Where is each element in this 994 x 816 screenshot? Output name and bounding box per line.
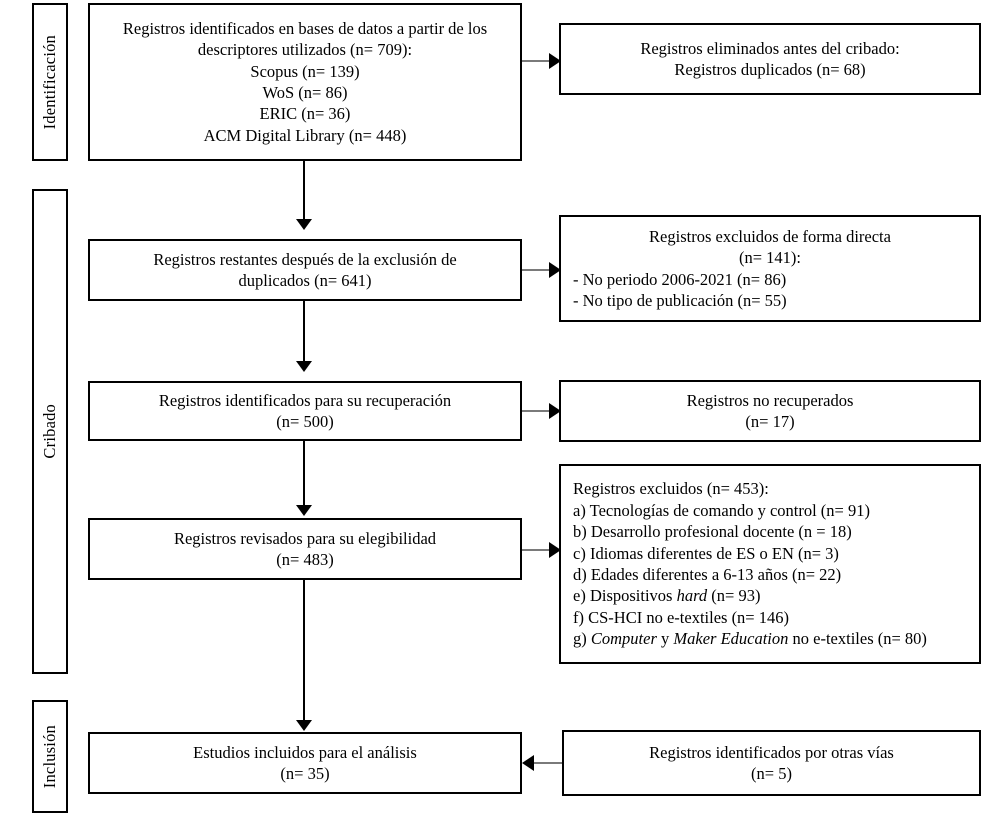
removed-before-screening-line-1: Registros eliminados antes del cribado: bbox=[640, 38, 900, 58]
connector-identified-to-removed-arrow bbox=[549, 53, 561, 69]
box-removed-before-screening: Registros eliminados antes del cribado: … bbox=[559, 23, 981, 95]
connector-assessed-to-excluded-arrow bbox=[549, 542, 561, 558]
box-other-sources: Registros identificados por otras vías (… bbox=[562, 730, 981, 796]
excluded-eligibility-head: Registros excluidos (n= 453): bbox=[573, 479, 769, 499]
excluded-eligibility-item-c: c) Idiomas diferentes de ES o EN (n= 3) bbox=[573, 543, 967, 564]
identified-records-line-4: WoS (n= 86) bbox=[262, 83, 348, 102]
excluded-eligibility-item-e-italic: hard bbox=[676, 586, 708, 606]
included-studies-line-2: (n= 35) bbox=[280, 764, 330, 783]
assessed-eligibility-line-1: Registros revisados para su elegibilidad bbox=[173, 528, 437, 548]
box-included-studies: Estudios incluidos para el análisis (n= … bbox=[88, 732, 522, 794]
connector-sought-to-not-retrieved-line bbox=[522, 410, 559, 412]
excluded-eligibility-item-f: f) CS-HCI no e-textiles (n= 146) bbox=[573, 607, 967, 628]
stage-label-inclusion-text: Inclusión bbox=[40, 724, 59, 789]
connector-after-duplicates-to-sought-line bbox=[303, 301, 305, 363]
identified-records-line-6: ACM Digital Library (n= 448) bbox=[203, 125, 407, 145]
box-excluded-eligibility: Registros excluidos (n= 453): a) Tecnolo… bbox=[559, 464, 981, 664]
connector-assessed-to-included-line bbox=[303, 580, 305, 722]
stage-label-cribado: Cribado bbox=[32, 189, 68, 674]
box-after-duplicates: Registros restantes después de la exclus… bbox=[88, 239, 522, 301]
connector-after-duplicates-to-sought-arrow bbox=[296, 361, 312, 372]
excluded-eligibility-item-a: a) Tecnologías de comando y control (n= … bbox=[573, 500, 967, 521]
other-sources-line-1: Registros identificados por otras vías bbox=[649, 742, 894, 762]
excluded-eligibility-item-g-mid: y bbox=[656, 629, 674, 649]
connector-assessed-to-included-arrow bbox=[296, 720, 312, 731]
excluded-direct-head-1: Registros excluidos de forma directa bbox=[649, 226, 891, 246]
box-sought-retrieval: Registros identificados para su recupera… bbox=[88, 381, 522, 441]
excluded-eligibility-item-f-prefix: f) bbox=[573, 607, 589, 627]
excluded-eligibility-item-c-prefix: c) bbox=[573, 543, 590, 563]
stage-label-identificacion-text: Identificación bbox=[40, 34, 59, 130]
other-sources-line-2: (n= 5) bbox=[751, 764, 792, 783]
excluded-eligibility-item-b-text: Desarrollo profesional docente (n = 18) bbox=[590, 522, 852, 542]
stage-label-cribado-text: Cribado bbox=[40, 404, 59, 459]
identified-records-line-1: Registros identificados en bases de dato… bbox=[122, 18, 488, 38]
excluded-eligibility-item-e: e) Dispositivos hard (n= 93) bbox=[573, 585, 967, 606]
excluded-eligibility-item-d-prefix: d) bbox=[573, 565, 591, 584]
connector-identified-to-after-duplicates-line bbox=[303, 161, 305, 221]
excluded-direct-head-2: (n= 141): bbox=[738, 248, 801, 268]
connector-identified-to-removed-line bbox=[522, 60, 559, 62]
assessed-eligibility-line-2: (n= 483) bbox=[276, 550, 334, 569]
connector-sought-to-assessed-line bbox=[303, 441, 305, 507]
identified-records-line-2: descriptores utilizados (n= 709): bbox=[197, 40, 413, 60]
excluded-eligibility-item-g-italic2: Maker Education bbox=[673, 629, 789, 649]
connector-assessed-to-excluded-line bbox=[522, 549, 559, 551]
sought-retrieval-line-1: Registros identificados para su recupera… bbox=[158, 390, 452, 410]
box-identified-records: Registros identificados en bases de dato… bbox=[88, 3, 522, 161]
excluded-eligibility-item-c-text: Idiomas diferentes de ES o EN (n= 3) bbox=[589, 543, 839, 563]
excluded-eligibility-item-d-text: Edades diferentes a 6-13 años (n= 22) bbox=[590, 565, 842, 584]
after-duplicates-line-2: duplicados (n= 641) bbox=[238, 271, 372, 290]
excluded-eligibility-item-e-post: (n= 93) bbox=[707, 586, 761, 606]
excluded-eligibility-item-d: d) Edades diferentes a 6-13 años (n= 22) bbox=[573, 564, 967, 585]
after-duplicates-line-1: Registros restantes después de la exclus… bbox=[153, 249, 457, 269]
box-assessed-eligibility: Registros revisados para su elegibilidad… bbox=[88, 518, 522, 580]
excluded-eligibility-item-b: b) Desarrollo profesional docente (n = 1… bbox=[573, 521, 967, 542]
box-excluded-direct: Registros excluidos de forma directa (n=… bbox=[559, 215, 981, 322]
excluded-eligibility-item-a-text: Tecnologías de comando y control (n= 91) bbox=[589, 500, 870, 520]
identified-records-line-3: Scopus (n= 139) bbox=[250, 61, 360, 81]
excluded-eligibility-item-g-prefix: g) bbox=[573, 629, 591, 649]
excluded-eligibility-item-g-italic1: Computer bbox=[590, 629, 657, 649]
connector-sought-to-assessed-arrow bbox=[296, 505, 312, 516]
connector-identified-to-after-duplicates-arrow bbox=[296, 219, 312, 230]
connector-other-sources-to-included-line bbox=[534, 762, 562, 764]
sought-retrieval-line-2: (n= 500) bbox=[276, 412, 334, 431]
box-not-retrieved: Registros no recuperados (n= 17) bbox=[559, 380, 981, 442]
excluded-direct-item-1: - No periodo 2006-2021 (n= 86) bbox=[573, 269, 787, 289]
excluded-direct-item-2: - No tipo de publicación (n= 55) bbox=[573, 290, 787, 310]
excluded-eligibility-item-e-pre: Dispositivos bbox=[589, 586, 677, 606]
excluded-eligibility-item-f-text: CS-HCI no e-textiles (n= 146) bbox=[588, 607, 789, 627]
excluded-eligibility-item-g: g) Computer y Maker Education no e-texti… bbox=[573, 628, 967, 649]
connector-sought-to-not-retrieved-arrow bbox=[549, 403, 561, 419]
not-retrieved-line-1: Registros no recuperados bbox=[686, 390, 854, 410]
excluded-eligibility-item-g-post: no e-textiles (n= 80) bbox=[788, 629, 927, 649]
stage-label-inclusion: Inclusión bbox=[32, 700, 68, 813]
included-studies-line-1: Estudios incluidos para el análisis bbox=[193, 742, 417, 762]
excluded-eligibility-item-b-prefix: b) bbox=[573, 522, 591, 542]
removed-before-screening-line-2: Registros duplicados (n= 68) bbox=[674, 60, 866, 79]
excluded-eligibility-item-e-prefix: e) bbox=[573, 586, 590, 606]
not-retrieved-line-2: (n= 17) bbox=[745, 412, 795, 431]
connector-after-duplicates-to-excluded-arrow bbox=[549, 262, 561, 278]
stage-label-identificacion: Identificación bbox=[32, 3, 68, 161]
identified-records-line-5: ERIC (n= 36) bbox=[259, 104, 351, 124]
connector-after-duplicates-to-excluded-line bbox=[522, 269, 559, 271]
excluded-eligibility-item-a-prefix: a) bbox=[573, 500, 590, 520]
connector-other-sources-to-included-arrow bbox=[522, 755, 534, 771]
